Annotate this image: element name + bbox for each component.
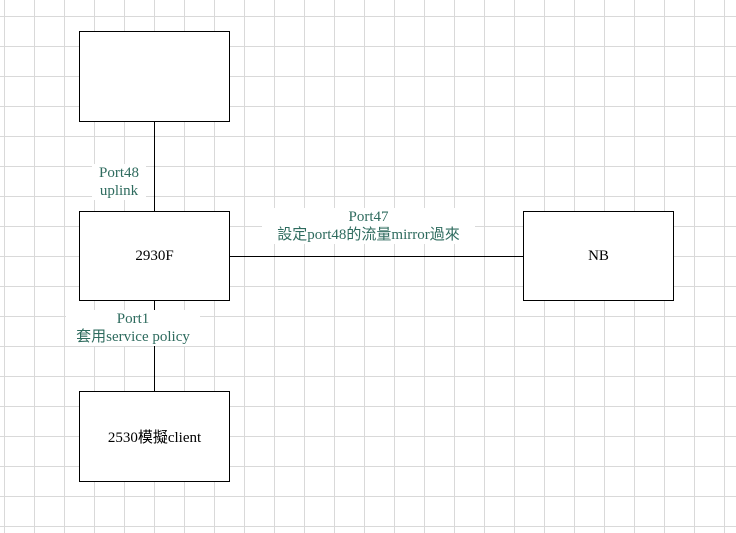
mirror-port-label: Port47 設定port48的流量mirror過來 [262, 208, 475, 244]
client-connector [154, 300, 155, 392]
nb-label: NB [588, 247, 609, 264]
mirror-port-number: Port47 [348, 209, 389, 225]
client-label: 2530模擬client [107, 430, 202, 446]
switch-2930f-box: 2930F [79, 211, 230, 301]
client-port-label: Port1 套用service policy [66, 310, 200, 346]
mirror-connector [229, 256, 524, 257]
mirror-port-note: 設定port48的流量mirror過來 [277, 227, 460, 243]
uplink-connector [154, 121, 155, 212]
client-port-number: Port1 [116, 311, 150, 327]
nb-box: NB [523, 211, 674, 301]
uplink-port-number: Port48 [98, 165, 139, 181]
top-device-box [79, 31, 230, 122]
uplink-port-label: Port48 uplink [92, 164, 146, 200]
uplink-port-role: uplink [99, 183, 139, 199]
client-port-note: 套用service policy [76, 329, 190, 345]
client-2530-box: 2530模擬client [79, 391, 230, 482]
switch-label: 2930F [135, 247, 174, 264]
